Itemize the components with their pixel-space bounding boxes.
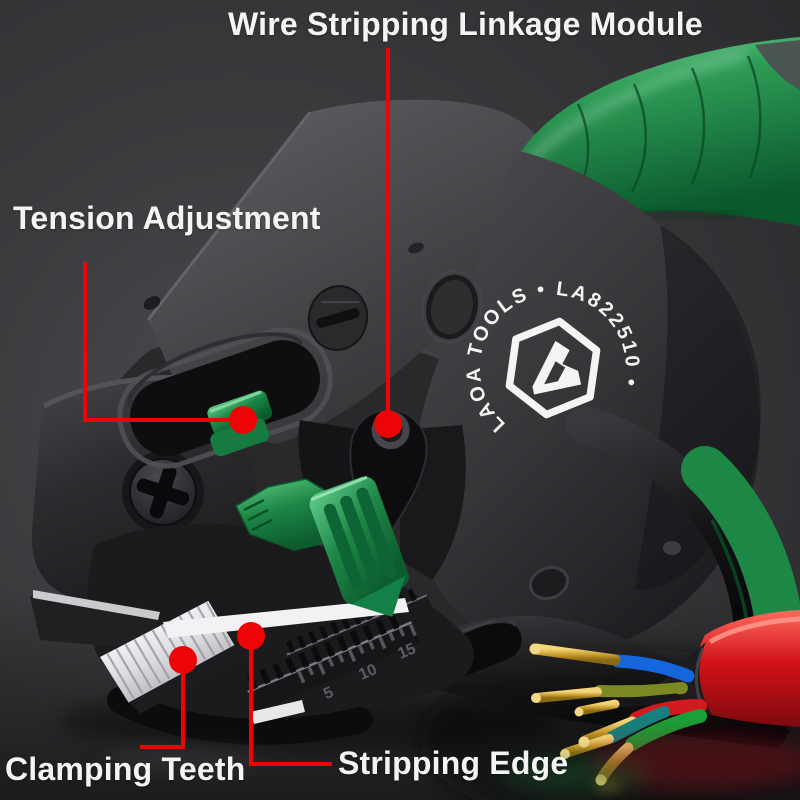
leader-clamping xyxy=(140,660,185,749)
wire-teal xyxy=(606,706,670,743)
dot-tension xyxy=(229,406,257,434)
callout-label-tension: Tension Adjustment xyxy=(13,200,321,236)
floor-reflections xyxy=(105,734,800,793)
callout-dots xyxy=(169,406,402,674)
callout-leader-lines xyxy=(83,48,390,766)
dot-stripping xyxy=(237,622,265,650)
wire-blue xyxy=(611,654,695,683)
oval-hole xyxy=(426,274,478,340)
leader-tension xyxy=(83,262,243,422)
callout-label-clamping: Clamping Teeth xyxy=(5,751,246,787)
wire-stripping-linkage-module xyxy=(235,475,409,617)
ruler-mark-10: 10 xyxy=(356,661,379,684)
ruler-mark-15: 15 xyxy=(395,640,418,663)
phillips-screw xyxy=(122,451,204,533)
callout-label-module: Wire Stripping Linkage Module xyxy=(228,6,703,42)
callout-label-stripping: Stripping Edge xyxy=(338,745,569,781)
wire-black xyxy=(613,693,681,708)
rivet xyxy=(528,565,570,601)
dot-module xyxy=(374,410,402,438)
stripped-cable xyxy=(529,610,800,786)
green-slider-lever xyxy=(309,475,409,617)
dot-clamping xyxy=(169,646,197,674)
flat-screw xyxy=(307,285,369,351)
brand-logo-hexagon-icon xyxy=(505,317,601,419)
tool-body: 5 10 15 xyxy=(30,37,800,748)
wire-olive xyxy=(594,682,688,698)
stripping-blade xyxy=(163,598,409,638)
leader-stripping xyxy=(249,636,332,766)
brand-logo-glyph-icon xyxy=(532,340,582,395)
red-cable-jacket xyxy=(695,610,800,727)
